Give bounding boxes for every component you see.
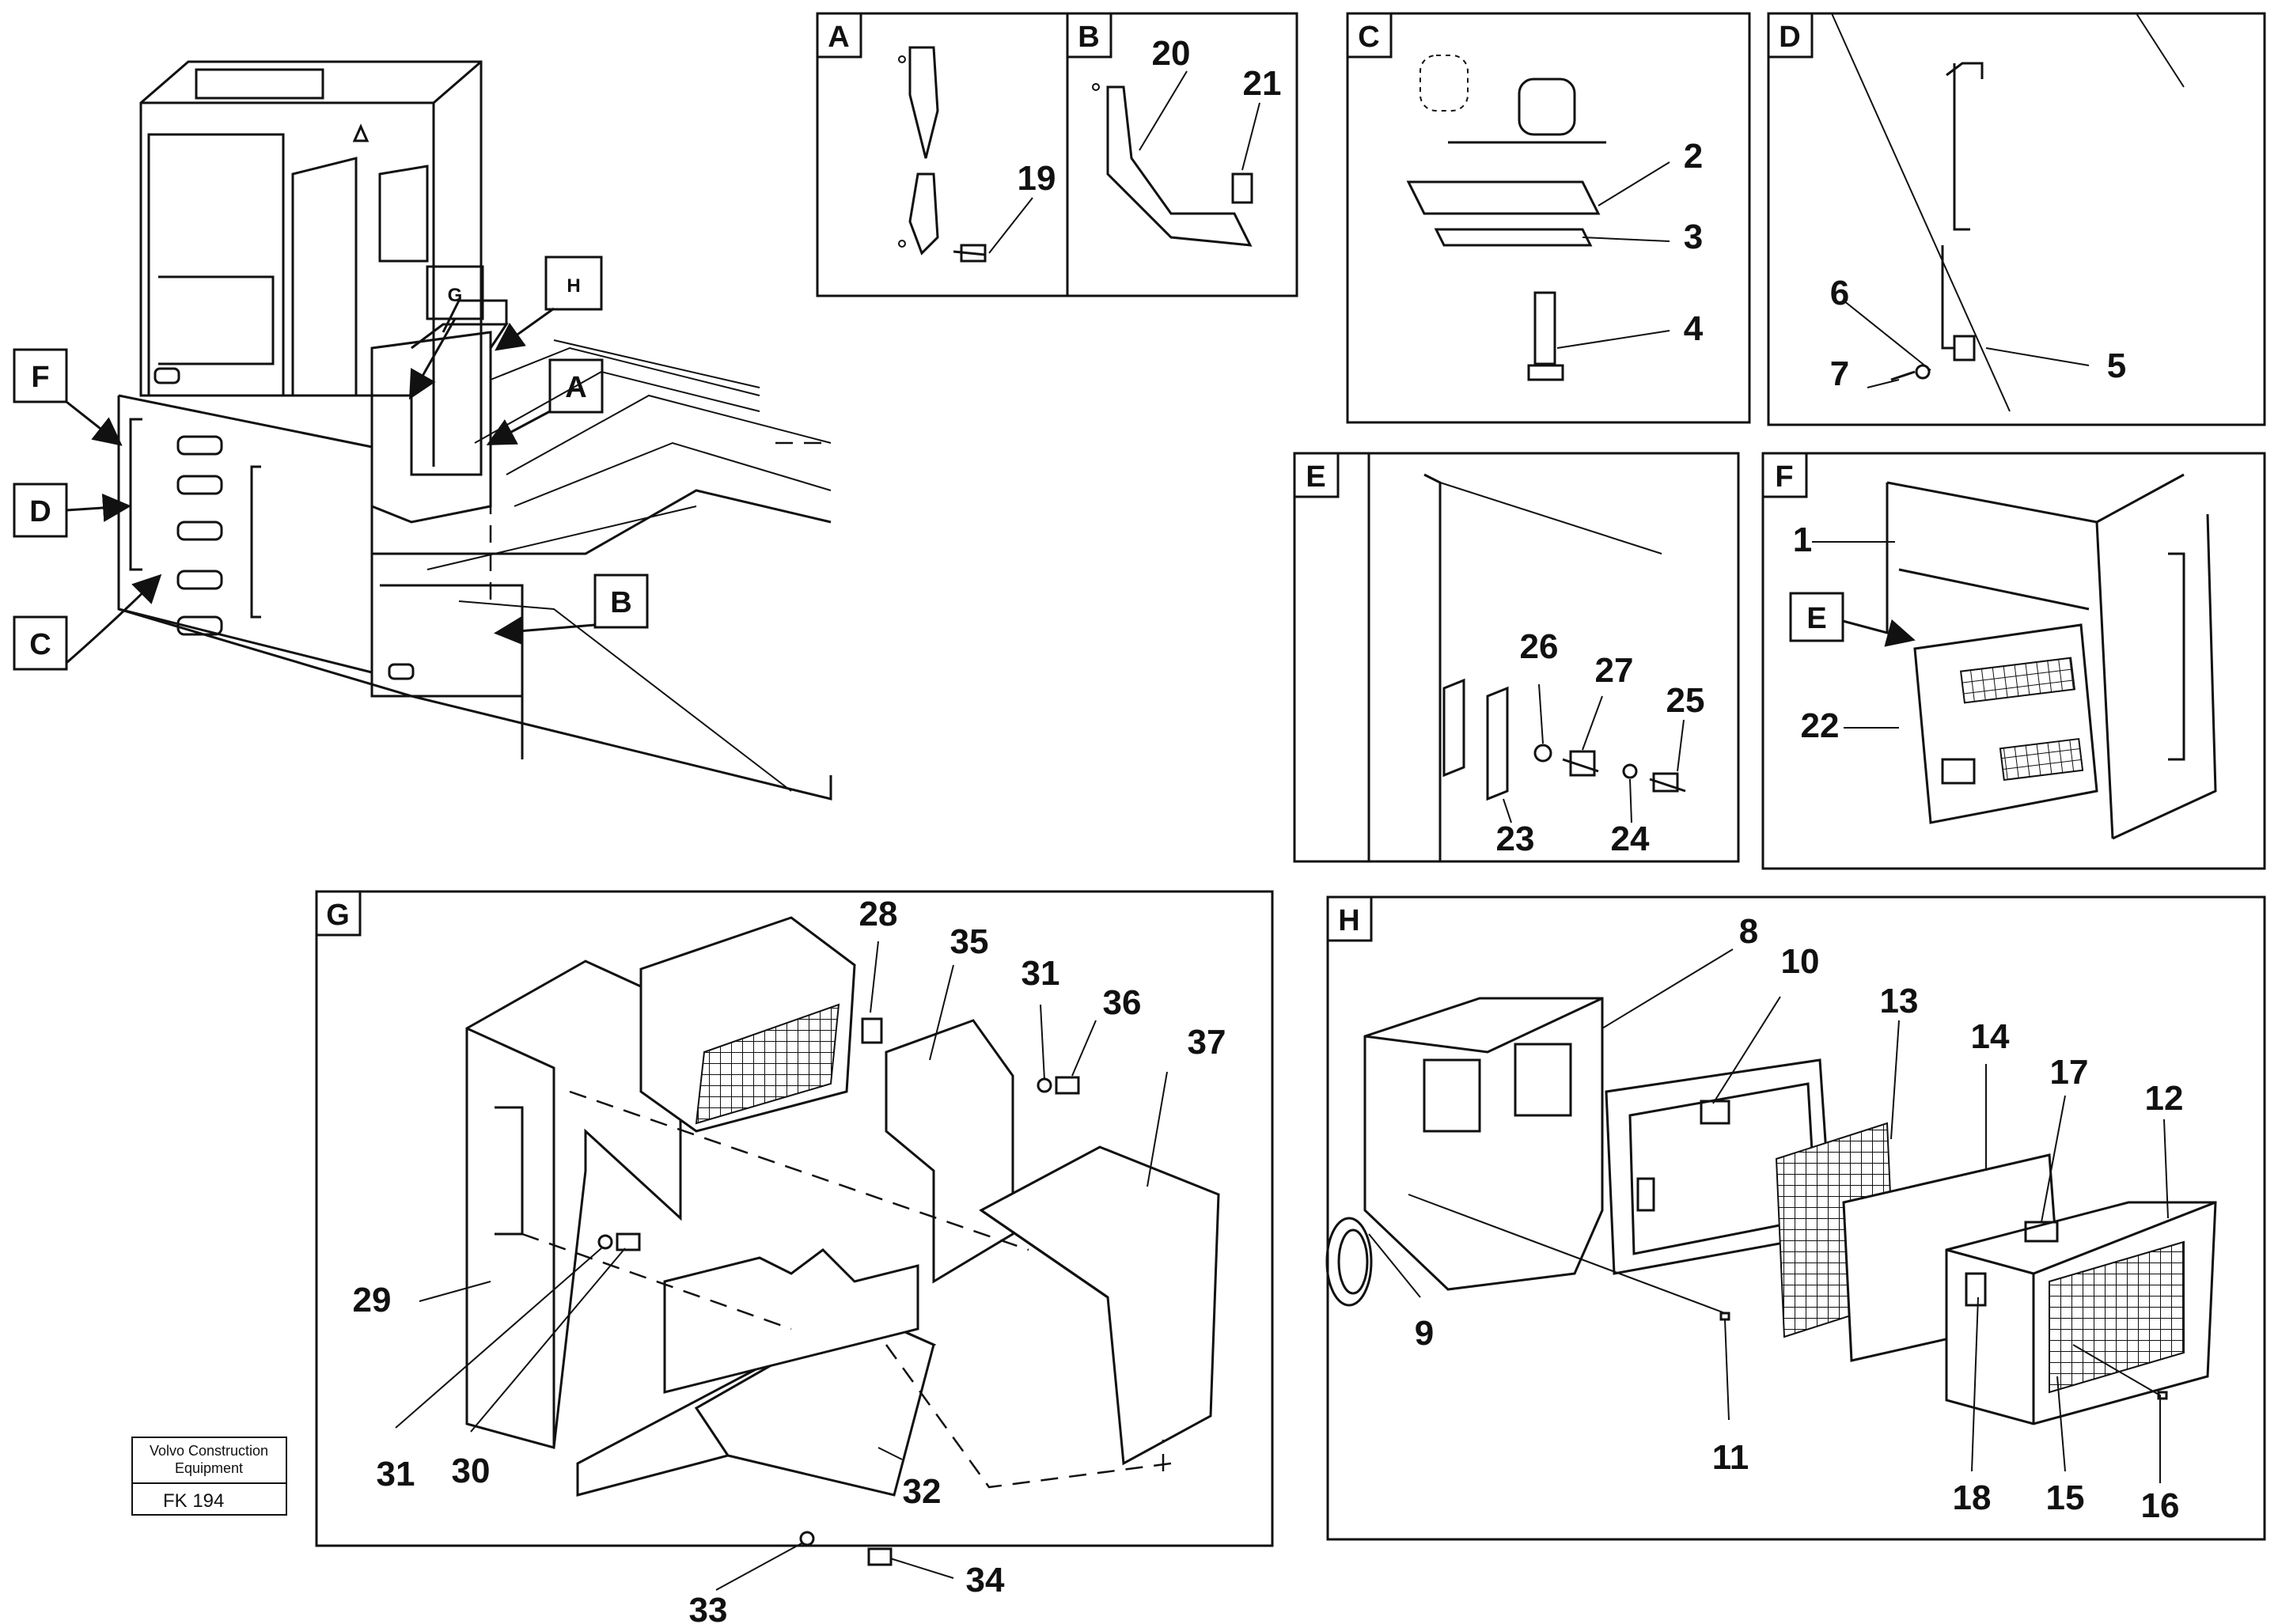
- callout-15: 15: [2046, 1478, 2085, 1517]
- callout-32: 32: [903, 1472, 942, 1511]
- callout-8: 8: [1739, 912, 1758, 951]
- callout-14: 14: [1971, 1017, 2010, 1056]
- title-drawing-no: FK 194: [163, 1490, 224, 1512]
- callout-6: 6: [1830, 274, 1849, 312]
- callout-11: 11: [1712, 1438, 1749, 1477]
- panel-letter-H: H: [1338, 904, 1359, 937]
- overview-callouts: F D C G H A B: [13, 256, 649, 671]
- callout-31-top: 31: [1021, 954, 1060, 993]
- panel-letter-B: B: [1078, 21, 1099, 54]
- callout-20: 20: [1152, 34, 1191, 73]
- panel-h: H: [1325, 895, 2266, 1541]
- ref-letter-F: F: [31, 361, 49, 394]
- callout-17: 17: [2050, 1053, 2089, 1092]
- callout-18: 18: [1953, 1478, 1992, 1517]
- callout-22: 22: [1801, 706, 1840, 745]
- callout-35: 35: [950, 922, 989, 961]
- panel-e: E 26 27 25 23 24: [1293, 452, 1740, 863]
- panel-b: B 20 21: [1066, 12, 1298, 297]
- callout-10: 10: [1781, 942, 1820, 981]
- callout-3: 3: [1684, 218, 1703, 256]
- panel-letter-E: E: [1306, 460, 1325, 494]
- callout-7: 7: [1830, 354, 1849, 393]
- panel-letter-F: F: [1775, 460, 1793, 494]
- ref-letter-E: E: [1806, 602, 1826, 635]
- callout-27: 27: [1595, 651, 1634, 690]
- overview-machine: [117, 60, 832, 801]
- panel-d: D 6 7 5: [1767, 12, 2266, 426]
- title-block: Volvo Construction Equipment FK 194: [131, 1437, 287, 1516]
- panel-a: A 19: [816, 12, 1069, 297]
- callout-5: 5: [2107, 346, 2126, 385]
- callout-2: 2: [1684, 137, 1703, 176]
- ref-box-F: [13, 348, 68, 403]
- panel-c: C 2 3 4: [1346, 12, 1751, 424]
- callout-34: 34: [966, 1561, 1005, 1599]
- callout-29: 29: [353, 1281, 392, 1319]
- callout-30: 30: [452, 1452, 491, 1490]
- ref-box-H: [544, 256, 603, 311]
- callout-28: 28: [859, 895, 898, 933]
- ref-letter-A: A: [565, 371, 586, 404]
- callout-12: 12: [2145, 1079, 2184, 1118]
- callout-19: 19: [1018, 159, 1056, 198]
- panel-letter-C: C: [1358, 21, 1379, 54]
- ref-letter-C: C: [29, 628, 51, 661]
- panel-letter-A: A: [828, 21, 849, 54]
- callout-4: 4: [1684, 309, 1704, 348]
- panel-letter-D: D: [1779, 21, 1800, 54]
- panel-g: G: [315, 890, 1274, 1624]
- callout-16: 16: [2141, 1486, 2180, 1525]
- callout-24: 24: [1611, 820, 1650, 858]
- ref-box-A: [548, 358, 604, 414]
- callout-23: 23: [1496, 820, 1535, 858]
- callout-1: 1: [1793, 521, 1812, 559]
- callout-25: 25: [1666, 681, 1705, 720]
- ref-letter-H: H: [567, 275, 580, 297]
- callout-31-bottom: 31: [377, 1455, 415, 1493]
- ref-letter-D: D: [29, 495, 51, 528]
- ref-letter-B: B: [610, 586, 631, 619]
- callout-9: 9: [1415, 1314, 1434, 1353]
- ref-box-C: [13, 615, 68, 671]
- callout-37: 37: [1188, 1023, 1226, 1062]
- callout-13: 13: [1880, 982, 1919, 1020]
- panel-letter-G: G: [326, 899, 350, 932]
- panel-f: F E 1 22: [1761, 452, 2266, 870]
- ref-letter-G: G: [448, 285, 463, 306]
- callout-21: 21: [1243, 64, 1282, 103]
- callout-36: 36: [1103, 983, 1142, 1022]
- callout-26: 26: [1520, 627, 1559, 666]
- ref-box-B: [593, 574, 649, 629]
- title-company-line2: Equipment: [175, 1460, 243, 1476]
- callout-33: 33: [689, 1591, 728, 1624]
- title-company-line1: Volvo Construction: [150, 1443, 268, 1459]
